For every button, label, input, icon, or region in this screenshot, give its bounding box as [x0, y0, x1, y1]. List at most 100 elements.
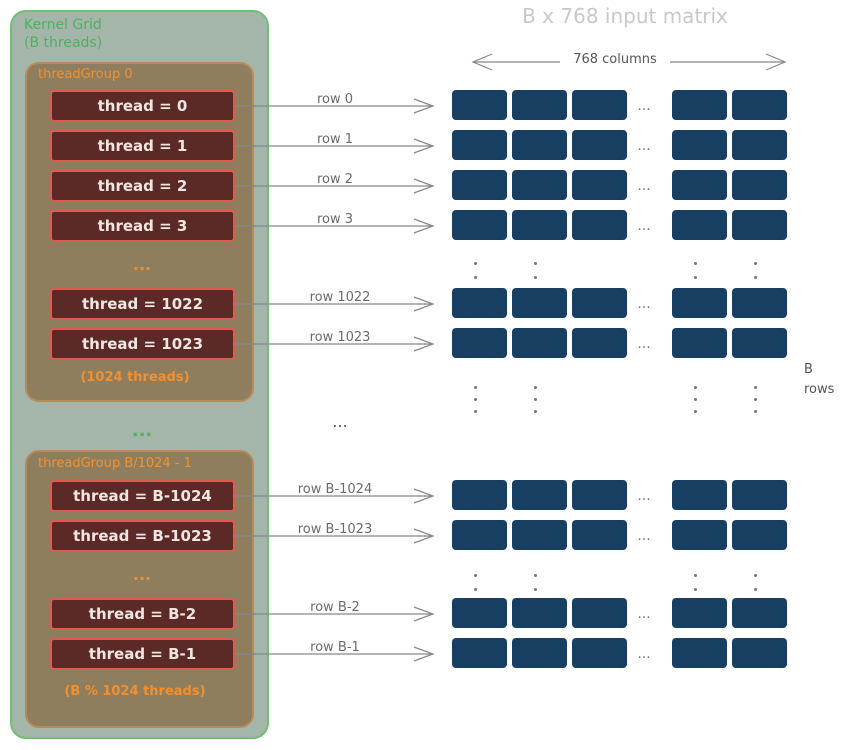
matrix-title: B x 768 input matrix [522, 4, 728, 28]
row-ellipsis-dot [694, 262, 697, 265]
thread-group-0-count: (1024 threads) [80, 370, 190, 385]
row-label: row 2 [316, 172, 354, 187]
arrow-head [413, 488, 435, 504]
arrow-head [413, 218, 435, 234]
matrix-cell [512, 480, 567, 510]
thread-box: thread = B-2 [50, 598, 235, 630]
matrix-cell [672, 210, 727, 240]
row-label: row 1022 [309, 290, 371, 305]
matrix-cell [452, 638, 507, 668]
matrix-cell [512, 210, 567, 240]
matrix-cell [732, 598, 787, 628]
arrow-head [413, 646, 435, 662]
matrix-cell [512, 638, 567, 668]
matrix-cell [452, 288, 507, 318]
matrix-cell [572, 210, 627, 240]
row-ellipsis-dot [754, 574, 757, 577]
thread-box: thread = 3 [50, 210, 235, 242]
row-ellipsis-dot [754, 588, 757, 591]
thread-ellipsis: ... [132, 255, 152, 274]
column-ellipsis: ... [637, 138, 651, 154]
matrix-cell [572, 638, 627, 668]
matrix-cell [732, 328, 787, 358]
row-label: row 0 [316, 92, 354, 107]
row-ellipsis-dot [694, 574, 697, 577]
matrix-cell [452, 328, 507, 358]
row-ellipsis-dot [474, 398, 477, 401]
row-ellipsis-dot [694, 276, 697, 279]
arrow-head [413, 336, 435, 352]
arrow-head [413, 296, 435, 312]
matrix-cell [672, 638, 727, 668]
thread-box: thread = B-1024 [50, 480, 235, 512]
columns-label: 768 columns [560, 52, 670, 67]
kernel-grid-title: Kernel Grid (B threads) [24, 17, 103, 51]
matrix-cell [452, 210, 507, 240]
matrix-cell [572, 598, 627, 628]
thread-box: thread = 2 [50, 170, 235, 202]
row-ellipsis-dot [474, 276, 477, 279]
row-label: row 1023 [309, 330, 371, 345]
matrix-cell [452, 170, 507, 200]
row-label: row B-1023 [297, 522, 373, 537]
thread-ellipsis: ... [132, 565, 152, 584]
matrix-cell [572, 520, 627, 550]
matrix-cell [732, 90, 787, 120]
arrow-head [471, 53, 493, 71]
thread-box: thread = 0 [50, 90, 235, 122]
row-label: row B-2 [310, 600, 360, 615]
thread-box: thread = 1023 [50, 328, 235, 360]
rows-label: B rows [804, 362, 835, 397]
row-ellipsis-dot [534, 410, 537, 413]
matrix-cell [572, 130, 627, 160]
row-ellipsis-dot [534, 386, 537, 389]
matrix-cell [672, 288, 727, 318]
matrix-cell [672, 328, 727, 358]
thread-box: thread = B-1 [50, 638, 235, 670]
column-ellipsis: ... [637, 336, 651, 352]
arrow-head [413, 138, 435, 154]
arrow-head [765, 53, 787, 71]
row-ellipsis-dot [474, 588, 477, 591]
row-ellipsis-dot [694, 410, 697, 413]
thread-box: thread = 1022 [50, 288, 235, 320]
matrix-cell [452, 520, 507, 550]
matrix-cell [672, 480, 727, 510]
row-ellipsis-dot [754, 262, 757, 265]
middle-ellipsis: ... [332, 412, 348, 431]
thread-group-last-count: (B % 1024 threads) [64, 684, 206, 699]
matrix-cell [512, 328, 567, 358]
matrix-cell [572, 170, 627, 200]
arrow-head [413, 98, 435, 114]
matrix-cell [572, 288, 627, 318]
row-label: row B-1 [310, 640, 360, 655]
matrix-cell [732, 170, 787, 200]
arrow-head [413, 528, 435, 544]
row-ellipsis-dot [474, 262, 477, 265]
column-ellipsis: ... [637, 178, 651, 194]
matrix-cell [672, 170, 727, 200]
matrix-cell [732, 520, 787, 550]
matrix-cell [452, 480, 507, 510]
column-ellipsis: ... [637, 528, 651, 544]
row-ellipsis-dot [534, 276, 537, 279]
matrix-cell [512, 170, 567, 200]
column-ellipsis: ... [637, 98, 651, 114]
matrix-cell [572, 90, 627, 120]
matrix-cell [672, 520, 727, 550]
column-ellipsis: ... [637, 488, 651, 504]
matrix-cell [512, 598, 567, 628]
matrix-cell [452, 598, 507, 628]
row-ellipsis-dot [694, 398, 697, 401]
thread-group-last-label: threadGroup B/1024 - 1 [38, 456, 192, 471]
matrix-cell [672, 90, 727, 120]
matrix-cell [672, 130, 727, 160]
row-ellipsis-dot [534, 262, 537, 265]
matrix-cell [512, 288, 567, 318]
group-ellipsis: ... [131, 420, 153, 441]
row-ellipsis-dot [754, 386, 757, 389]
row-ellipsis-dot [754, 410, 757, 413]
matrix-cell [732, 210, 787, 240]
row-label: row 3 [316, 212, 354, 227]
thread-group-0-label: threadGroup 0 [38, 67, 133, 82]
